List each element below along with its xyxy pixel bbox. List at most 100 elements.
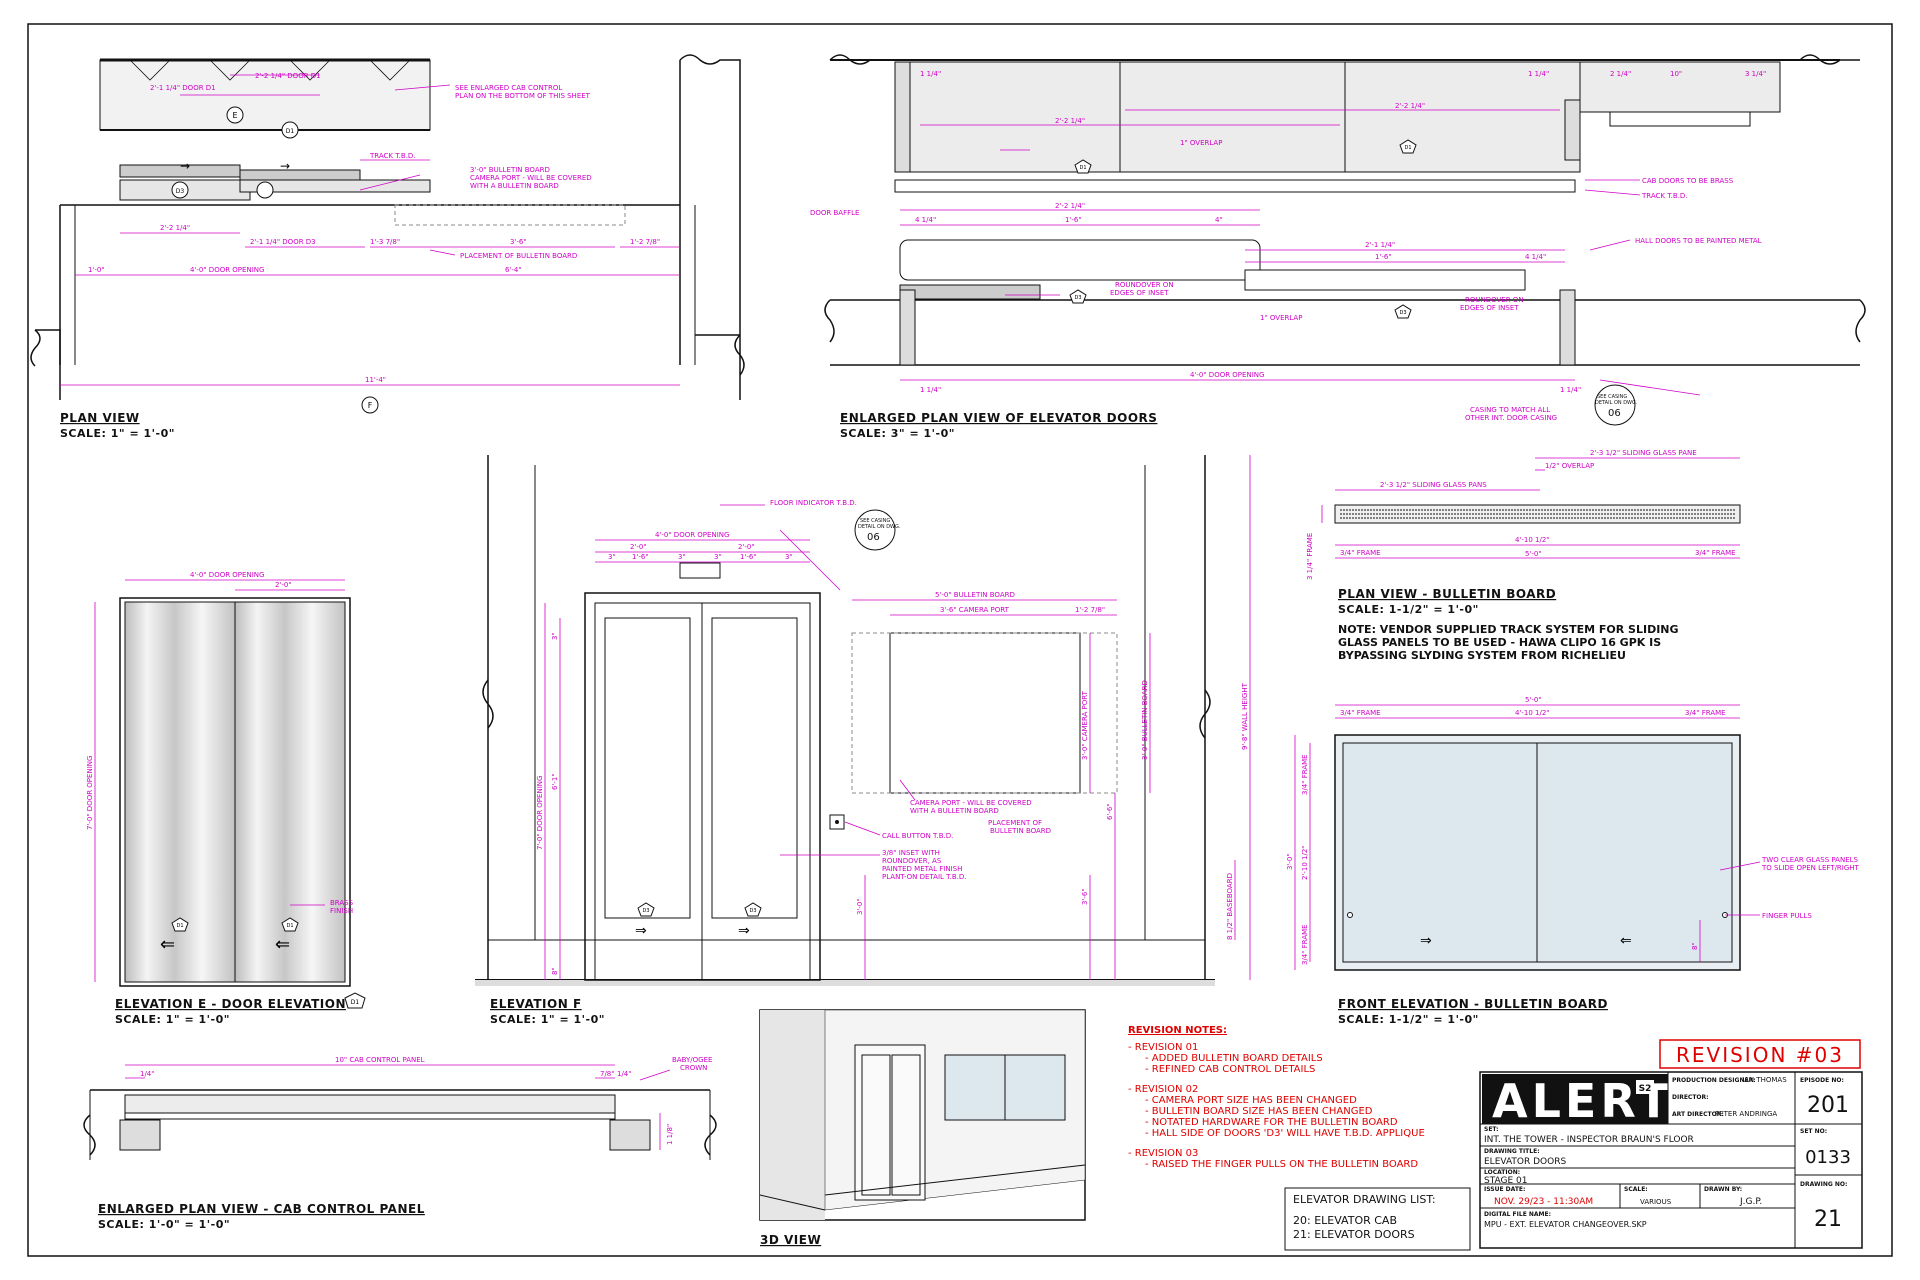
dim-overlap-2: 1" OVERLAP xyxy=(1260,314,1302,322)
prod-designer-label: PRODUCTION DESIGNER: xyxy=(1672,1077,1756,1084)
note-roundover: ROUNDOVER ON xyxy=(1115,281,1174,289)
dim-2-2: 2'-2 1/4" xyxy=(160,224,190,232)
dim-side: 3 1/4" FRAME xyxy=(1306,533,1314,580)
dim-2-2-c: 2'-2 1/4" xyxy=(1055,202,1085,210)
dim-1-6: 1'-6" xyxy=(1065,216,1082,224)
drawing-list: ELEVATOR DRAWING LIST: 20: ELEVATOR CAB … xyxy=(1284,1187,1471,1251)
set-no-value: 0133 xyxy=(1805,1147,1851,1168)
revision-line: - REFINED CAB CONTROL DETAILS xyxy=(1145,1064,1315,1075)
drawing-no-label: DRAWING NO: xyxy=(1800,1181,1847,1188)
tag-d1: D1 xyxy=(1079,165,1086,171)
drawing-list-title: ELEVATOR DRAWING LIST: xyxy=(1293,1193,1436,1206)
enlarged-plan-title: ENLARGED PLAN VIEW OF ELEVATOR DOORS xyxy=(840,411,1157,425)
art-director-label: ART DIRECTOR: xyxy=(1672,1111,1724,1118)
dim-frame-2: 3/4" FRAME xyxy=(1695,549,1736,557)
revision-line: - NOTATED HARDWARE FOR THE BULLETIN BOAR… xyxy=(1145,1117,1398,1128)
note-track: TRACK T.B.D. xyxy=(1641,192,1688,200)
dim-overlap: 1/2" OVERLAP xyxy=(1545,462,1594,470)
dim-4-1-4b: 4 1/4" xyxy=(1525,253,1546,261)
issue-date-label: ISSUE DATE: xyxy=(1484,1186,1525,1193)
note-cab-doors: CAB DOORS TO BE BRASS xyxy=(1642,177,1734,185)
dim-panel: 10" CAB CONTROL PANEL xyxy=(335,1056,425,1064)
dim-1-1-4b: 1 1/4" xyxy=(1528,70,1549,78)
dim-pull-height: 8" xyxy=(1691,942,1699,950)
dim-bulletin: 5'-0" BULLETIN BOARD xyxy=(935,591,1015,599)
plan-view-drawing: E F D1 D3 → → 2'-1 1/4" DOOR D1 2'-2 1/4… xyxy=(30,54,745,440)
revision-line: - CAMERA PORT SIZE HAS BEEN CHANGED xyxy=(1145,1095,1357,1106)
note-inset-4: PLANT-ON DETAIL T.B.D. xyxy=(882,873,966,881)
dim-v-6-6: 6'-6" xyxy=(1106,803,1114,820)
note-brass-2: FINISH xyxy=(330,907,353,915)
arrow-right-icon: ⇒ xyxy=(738,923,750,939)
dim-1-4a: 1/4" xyxy=(140,1070,155,1078)
tag-d1: D1 xyxy=(1404,145,1411,151)
tag-d3: D3 xyxy=(1399,310,1406,316)
dim-7-8: 7/8" xyxy=(600,1070,615,1078)
dim-total: 5'-0" xyxy=(1525,550,1542,558)
note-camera-port: CAMERA PORT - WILL BE COVERED xyxy=(910,799,1032,807)
note-call-button: CALL BUTTON T.B.D. xyxy=(882,832,953,840)
arrow-right-icon: ⇒ xyxy=(635,923,647,939)
plan-view-scale: SCALE: 1" = 1'-0" xyxy=(60,427,175,440)
note-roundover-2: EDGES OF INSET xyxy=(1110,289,1169,297)
revision-line: - REVISION 01 xyxy=(1128,1042,1198,1053)
note-inset-3: PAINTED METAL FINISH xyxy=(882,865,962,873)
cab-panel-scale: SCALE: 1'-0" = 1'-0" xyxy=(98,1218,230,1231)
dim-v-wall: 9'-8" WALL HEIGHT xyxy=(1241,682,1249,750)
drawing-title-value: ELEVATOR DOORS xyxy=(1484,1157,1566,1167)
dim-vtotal: 3'-0" xyxy=(1286,853,1294,870)
drawing-list-item: 20: ELEVATOR CAB xyxy=(1293,1214,1397,1227)
dim-3-1-4: 3 1/4" xyxy=(1745,70,1766,78)
dim-camera: 3'-6" CAMERA PORT xyxy=(940,606,1010,614)
dim-glass-1: 2'-3 1/2" SLIDING GLASS PANS xyxy=(1380,481,1487,489)
note-door-baffle: DOOR BAFFLE xyxy=(810,209,859,217)
location-label: LOCATION: xyxy=(1484,1169,1520,1176)
dim-v-camera: 3'-0" CAMERA PORT xyxy=(1081,690,1089,760)
dim-inner: 4'-10 1/2" xyxy=(1515,536,1550,544)
dim-door-opening: 4'-0" DOOR OPENING xyxy=(655,531,729,539)
elevation-e-drawing: ⇐ ⇐ D1 D1 4'-0" DOOR OPENING 2'-0" 7'-0"… xyxy=(86,571,366,1026)
dim-v-3-0: 3'-0" xyxy=(856,898,864,915)
cab-panel-drawing: 10" CAB CONTROL PANEL 1/4" 7/8" 1/4" BAB… xyxy=(83,1056,717,1231)
arrow-left-icon: ⇐ xyxy=(275,934,290,955)
revision-line: - RAISED THE FINGER PULLS ON THE BULLETI… xyxy=(1145,1159,1418,1170)
dim-1-1-4: 1 1/4" xyxy=(920,70,941,78)
note-inset-2: ROUNDOVER, AS xyxy=(882,857,942,865)
dim-door-d1: 2'-1 1/4" DOOR D1 xyxy=(150,84,216,92)
dim-vinner: 2'-10 1/2" xyxy=(1301,845,1309,880)
art-director-value: PETER ANDRINGA xyxy=(1715,1110,1777,1118)
dim-2-1-1-4: 2'-1 1/4" xyxy=(1365,241,1395,249)
dim-inner: 4'-10 1/2" xyxy=(1515,709,1550,717)
revision-line: - HALL SIDE OF DOORS 'D3' WILL HAVE T.B.… xyxy=(1145,1128,1425,1139)
note-see-enlarged-2: PLAN ON THE BOTTOM OF THIS SHEET xyxy=(455,92,591,100)
dim-3b: 3" xyxy=(678,553,686,561)
tag-d3: D3 xyxy=(1074,295,1081,301)
bulletin-note-line-2: GLASS PANELS TO BE USED - HAWA CLIPO 16 … xyxy=(1338,636,1661,649)
bulletin-note-line-1: NOTE: VENDOR SUPPLIED TRACK SYSTEM FOR S… xyxy=(1338,623,1679,636)
dim-2-0: 2'-0" xyxy=(275,581,292,589)
dim-11-4: 11'-4" xyxy=(365,376,386,384)
casing-ref-label-2: DETAIL ON DWG. xyxy=(858,524,901,530)
set-no-label: SET NO: xyxy=(1800,1128,1827,1135)
dim-1-6b: 1'-6" xyxy=(740,553,757,561)
tag-d1: D1 xyxy=(176,923,183,929)
note-two-panels: TWO CLEAR GLASS PANELS xyxy=(1761,856,1859,864)
dim-v: 1 1/8" xyxy=(666,1124,674,1145)
view-3d: 3D VIEW xyxy=(759,1009,1086,1247)
revision-badge-text: REVISION #03 xyxy=(1676,1043,1844,1067)
dim-frame-1: 3/4" FRAME xyxy=(1340,709,1381,717)
episode-label: EPISODE NO: xyxy=(1800,1077,1844,1084)
tag-d3: D3 xyxy=(642,908,649,914)
revision-line: - REVISION 02 xyxy=(1128,1084,1198,1095)
dim-1-1-4d: 1 1/4" xyxy=(1560,386,1581,394)
tag-f: F xyxy=(368,401,373,410)
note-track: TRACK T.B.D. xyxy=(369,152,416,160)
dim-2-2-a: 2'-2 1/4" xyxy=(1055,117,1085,125)
dim-3d: 3" xyxy=(785,553,793,561)
dim-bulletin: 3'-0" BULLETIN BOARD xyxy=(470,166,550,174)
note-brass: BRASS xyxy=(330,899,354,907)
tag-d1: D1 xyxy=(286,128,295,135)
plan-view-title: PLAN VIEW xyxy=(60,411,140,425)
note-camera-port-2: WITH A BULLETIN BOARD xyxy=(470,182,559,190)
